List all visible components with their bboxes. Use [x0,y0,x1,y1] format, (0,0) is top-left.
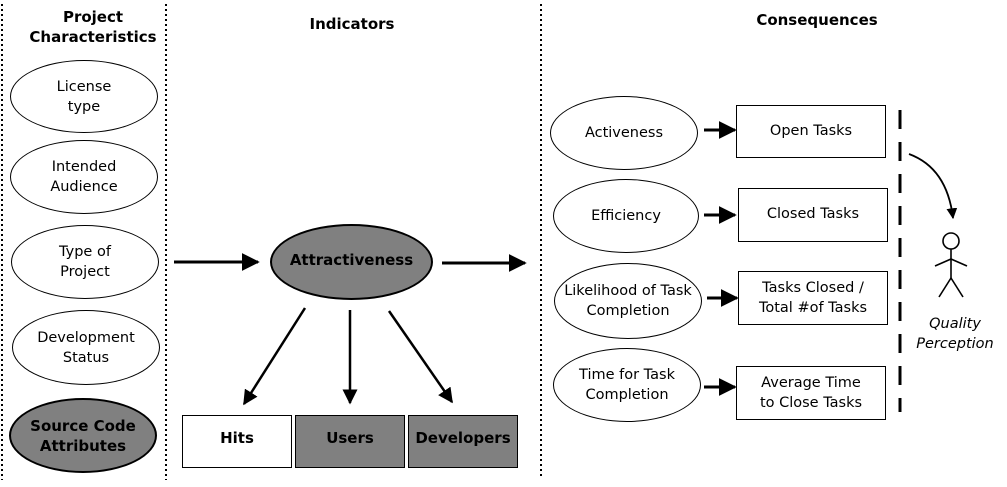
characteristic-intended-audience: Intended Audience [10,140,158,214]
metric-tasks-closed-ratio: Tasks Closed / Total #of Tasks [738,271,888,325]
arrow-to-hits [242,307,307,406]
characteristic-development-status: Development Status [12,310,160,385]
stick-figure-icon [934,232,968,298]
arrow-to-developers [387,310,454,404]
actor-label: Quality Perception [916,316,994,352]
header-consequences: Consequences [756,11,878,29]
measure-developers: Developers [408,415,518,468]
characteristic-type-of-project: Type of Project [11,225,159,299]
header-project-characteristics: Project Characteristics [29,8,157,46]
metric-average-time-to-close: Average Time to Close Tasks [736,366,886,420]
factor-likelihood-of-task-completion: Likelihood of Task Completion [554,263,702,339]
measure-users: Users [295,415,405,468]
metric-closed-tasks: Closed Tasks [738,188,888,242]
metric-open-tasks: Open Tasks [736,105,886,158]
measure-hits: Hits [182,415,292,468]
factor-activeness: Activeness [550,96,698,170]
factor-time-for-task-completion: Time for Task Completion [553,348,701,422]
characteristic-license-type: License type [10,60,158,133]
arrow-to-actor [908,153,958,220]
factor-efficiency: Efficiency [553,179,699,253]
header-indicators: Indicators [309,15,395,33]
characteristic-source-code-attributes: Source Code Attributes [9,398,157,473]
attractiveness-node: Attractiveness [270,224,433,300]
